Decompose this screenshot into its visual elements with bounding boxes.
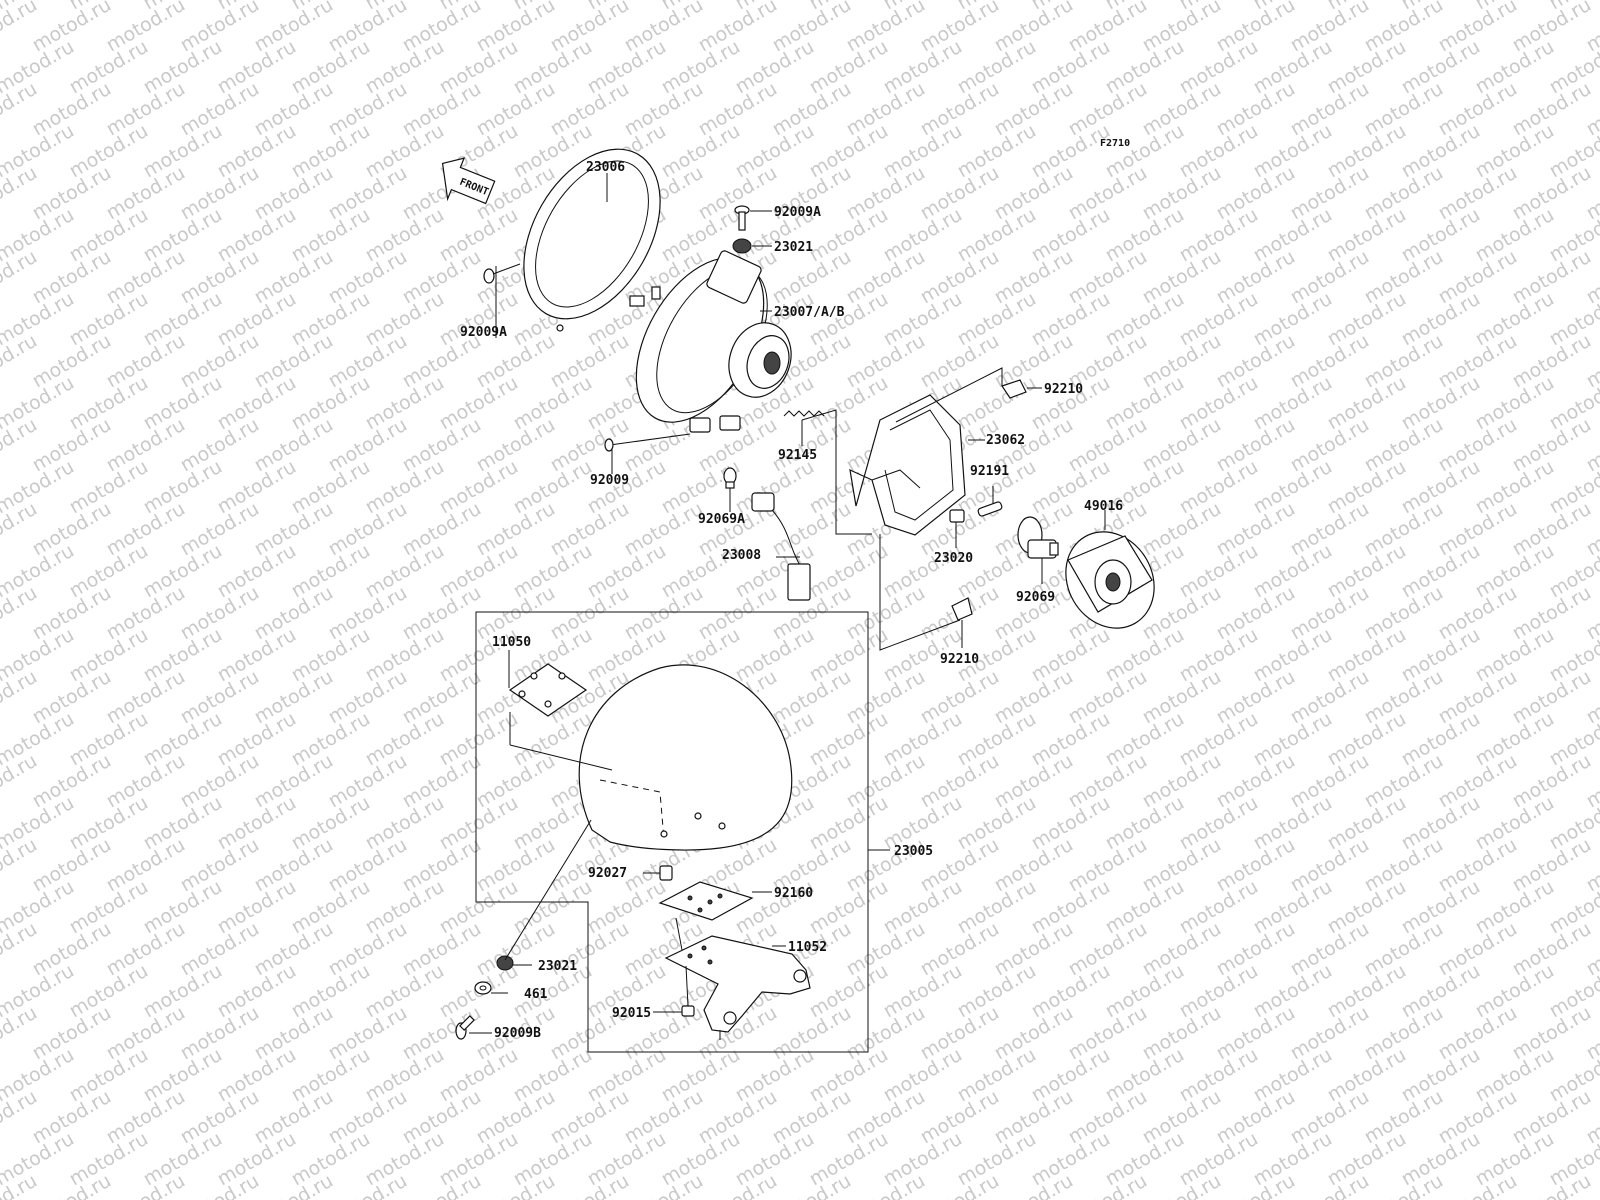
- screw-92009A-left: [483, 263, 521, 284]
- label-11052: 11052: [788, 940, 827, 955]
- label-23021-bottom: 23021: [538, 959, 577, 974]
- bracket-11052: [664, 935, 811, 1033]
- label-92009: 92009: [590, 473, 629, 488]
- headlight-bulb: [1017, 516, 1059, 559]
- damper-92210-bottom: [951, 597, 973, 621]
- collar-92027: [659, 865, 673, 881]
- headlight-cowl: [578, 664, 793, 851]
- headlight-housing: [635, 250, 792, 433]
- label-23021-top: 23021: [774, 240, 813, 255]
- headlight-bracket: [849, 394, 966, 536]
- leader-lines: [469, 173, 1106, 1040]
- label-23062: 23062: [986, 433, 1025, 448]
- damper-92210-top: [1001, 379, 1027, 399]
- nut-92015: [681, 1005, 695, 1017]
- label-92009B: 92009B: [494, 1026, 541, 1041]
- label-92009A-top: 92009A: [774, 205, 821, 220]
- label-49016: 49016: [1084, 499, 1123, 514]
- label-92027: 92027: [588, 866, 627, 881]
- headlight-rim: [523, 148, 661, 332]
- label-23020: 23020: [934, 551, 973, 566]
- grommet-23021-bottom: [496, 955, 514, 971]
- plate-11050: [508, 663, 588, 717]
- figure-code: F2710: [1100, 138, 1130, 149]
- label-23006: 23006: [586, 160, 625, 175]
- spring-92145: [783, 410, 825, 417]
- screw-92009A-top: [734, 205, 750, 231]
- label-92069: 92069: [1016, 590, 1055, 605]
- screw-92009: [604, 433, 691, 452]
- label-11050: 11050: [492, 635, 531, 650]
- label-23005: 23005: [894, 844, 933, 859]
- part-labels: 23006 92009A 23021 23007/A/B 92009A 9221…: [460, 160, 1123, 1041]
- label-92145: 92145: [778, 448, 817, 463]
- pin-92191: [977, 501, 1003, 517]
- front-arrow: FRONT: [441, 157, 496, 205]
- label-92069A: 92069A: [698, 512, 745, 527]
- socket-23008: [751, 492, 811, 601]
- clip-23020: [949, 509, 965, 523]
- washer-461: [474, 981, 492, 995]
- cover-assembly-frame: [475, 611, 869, 1053]
- bolt-92009B: [455, 1015, 475, 1040]
- label-92191: 92191: [970, 464, 1009, 479]
- label-461: 461: [524, 987, 548, 1002]
- plate-92160: [658, 881, 754, 921]
- label-23008: 23008: [722, 548, 761, 563]
- label-92210-top: 92210: [1044, 382, 1083, 397]
- label-92210-bottom: 92210: [940, 652, 979, 667]
- label-92009A-left: 92009A: [460, 325, 507, 340]
- label-23007: 23007/A/B: [774, 305, 845, 320]
- bulb-92069A: [723, 467, 737, 489]
- label-92160: 92160: [774, 886, 813, 901]
- label-92015: 92015: [612, 1006, 651, 1021]
- grommet-23021-top: [732, 238, 752, 254]
- bulb-cover: [1065, 531, 1155, 629]
